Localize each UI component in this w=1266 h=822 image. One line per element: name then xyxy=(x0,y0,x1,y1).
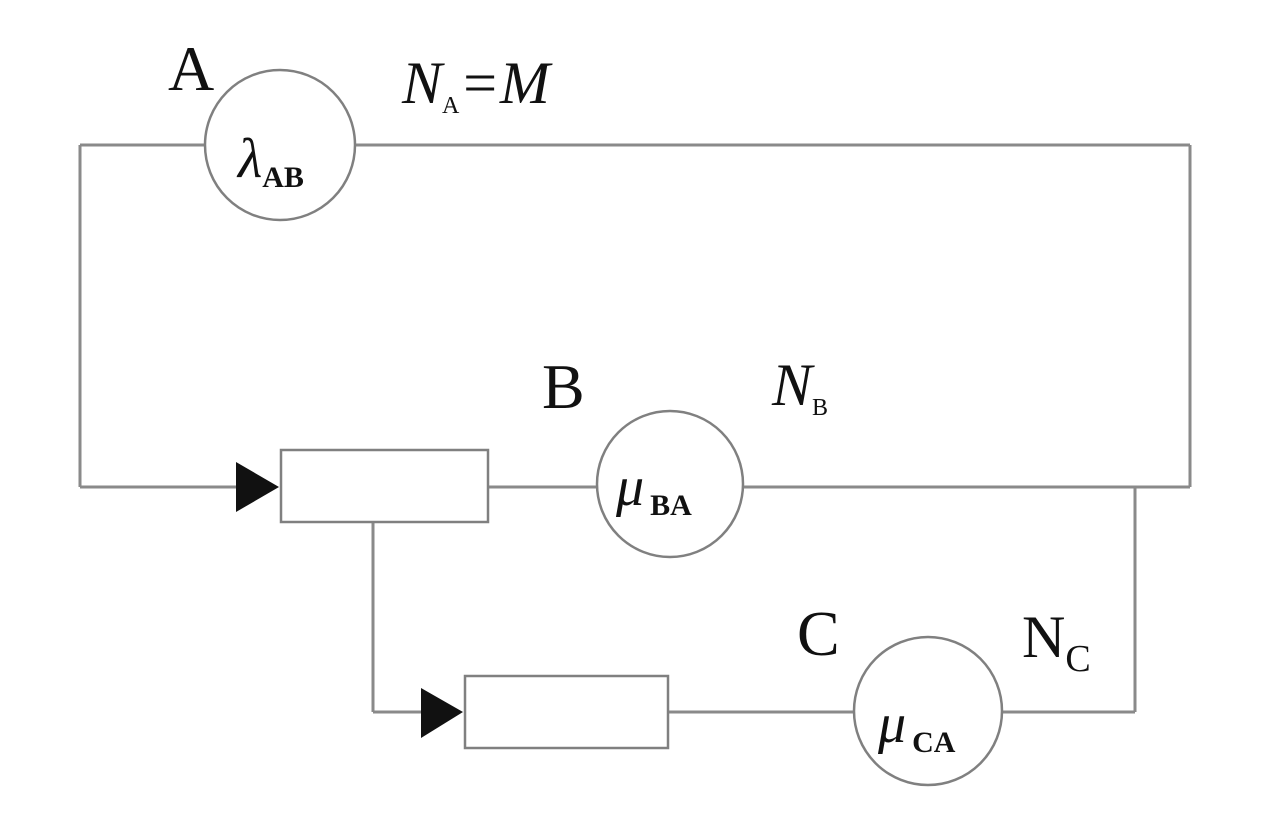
queue-c-box xyxy=(463,674,670,750)
station-c-name: C xyxy=(797,598,840,669)
queue-b-box xyxy=(279,448,490,524)
station-b-circle xyxy=(595,409,745,559)
pop-c-subscript: C xyxy=(1065,638,1090,680)
pop-a-symbol: N xyxy=(401,50,445,116)
station-c-circle xyxy=(852,635,1004,787)
station-a-rate: λAB xyxy=(236,128,304,194)
arrow-into-queue-c xyxy=(421,688,463,738)
station-a-name: A xyxy=(168,33,214,104)
station-c-population: NC xyxy=(1022,604,1091,680)
rate-mu-c-symbol: μ xyxy=(877,693,906,755)
rate-mu-b-subscript: BA xyxy=(650,489,692,522)
rate-lambda-subscript: AB xyxy=(262,161,304,194)
rate-lambda-symbol: λ xyxy=(236,128,262,190)
rate-mu-c-subscript: CA xyxy=(912,726,956,759)
station-b-population: NB xyxy=(771,352,828,421)
pop-b-symbol: N xyxy=(771,352,815,418)
pop-b-subscript: B xyxy=(812,395,828,421)
station-a-circle xyxy=(203,68,357,222)
station-b-name: B xyxy=(542,351,585,422)
station-a-population: NA=M xyxy=(401,50,553,119)
pop-a-value: M xyxy=(499,50,553,116)
pop-c-symbol: N xyxy=(1022,604,1065,670)
rate-mu-b-symbol: μ xyxy=(615,456,644,518)
pop-a-subscript: A xyxy=(442,93,460,119)
pop-a-equals: = xyxy=(459,50,500,116)
arrow-into-queue-b xyxy=(236,462,279,512)
